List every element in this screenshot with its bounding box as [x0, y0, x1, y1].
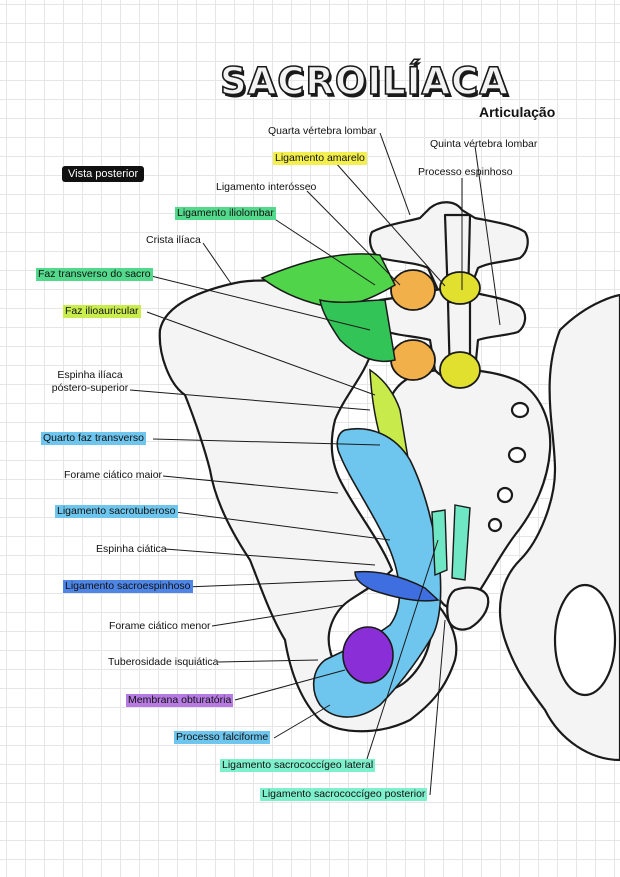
- label-quinta-vertebra: Quinta vértebra lombar: [430, 138, 538, 150]
- page-subtitle: Articulação: [479, 104, 556, 120]
- page-title: SACROILÍACA: [219, 59, 509, 104]
- view-badge: Vista posterior: [62, 166, 145, 182]
- label-forame-ciatico-maior: Forame ciático maior: [64, 469, 163, 481]
- sacrospinous-ligament: [354, 570, 440, 602]
- label-espinha-iliaca: Espinha ilíaca póstero-superior: [46, 369, 134, 395]
- iliolumbar-ligament: [260, 253, 396, 308]
- label-quarto-faz-transverso: Quarto faz transverso: [41, 432, 146, 445]
- label-crista-iliaca: Crista ilíaca: [146, 234, 201, 246]
- label-membrana-obturatoria: Membrana obturatória: [126, 694, 234, 707]
- label-ligamento-interosseo: Ligamento interósseo: [216, 181, 317, 193]
- label-espinha-ciatica: Espinha ciática: [96, 543, 167, 555]
- label-ligamento-iliolombar: Ligamento iliolombar: [175, 207, 276, 220]
- label-quarta-vertebra: Quarta vértebra lombar: [268, 125, 377, 137]
- sacrotuberous-ligament: [312, 428, 442, 718]
- label-tuberosidade-isquiatica: Tuberosidade isquiática: [108, 656, 219, 668]
- label-processo-espinhoso: Processo espinhoso: [418, 166, 513, 178]
- label-ligamento-sacrococcigeo-lateral: Ligamento sacrococcígeo lateral: [220, 759, 376, 772]
- label-faz-transverso-sacro: Faz transverso do sacro: [36, 268, 153, 281]
- label-processo-falciforme: Processo falciforme: [174, 731, 271, 744]
- label-ligamento-sacrococcigeo-posterior: Ligamento sacrococcígeo posterior: [260, 788, 428, 801]
- label-espinha-iliaca-line1: Espinha ilíaca: [57, 369, 123, 381]
- coccyx: [446, 586, 490, 631]
- label-ligamento-sacrotuberoso: Ligamento sacrotuberoso: [55, 505, 178, 518]
- label-ligamento-amarelo: Ligamento amarelo: [273, 152, 367, 165]
- label-espinha-iliaca-line2: póstero-superior: [51, 382, 129, 394]
- label-faz-ilioauricular: Faz ilioauricular: [63, 305, 141, 318]
- label-forame-ciatico-menor: Forame ciático menor: [109, 620, 211, 632]
- label-ligamento-sacroespinhoso: Ligamento sacroespinhoso: [63, 580, 193, 593]
- obturator-membrane: [342, 626, 394, 684]
